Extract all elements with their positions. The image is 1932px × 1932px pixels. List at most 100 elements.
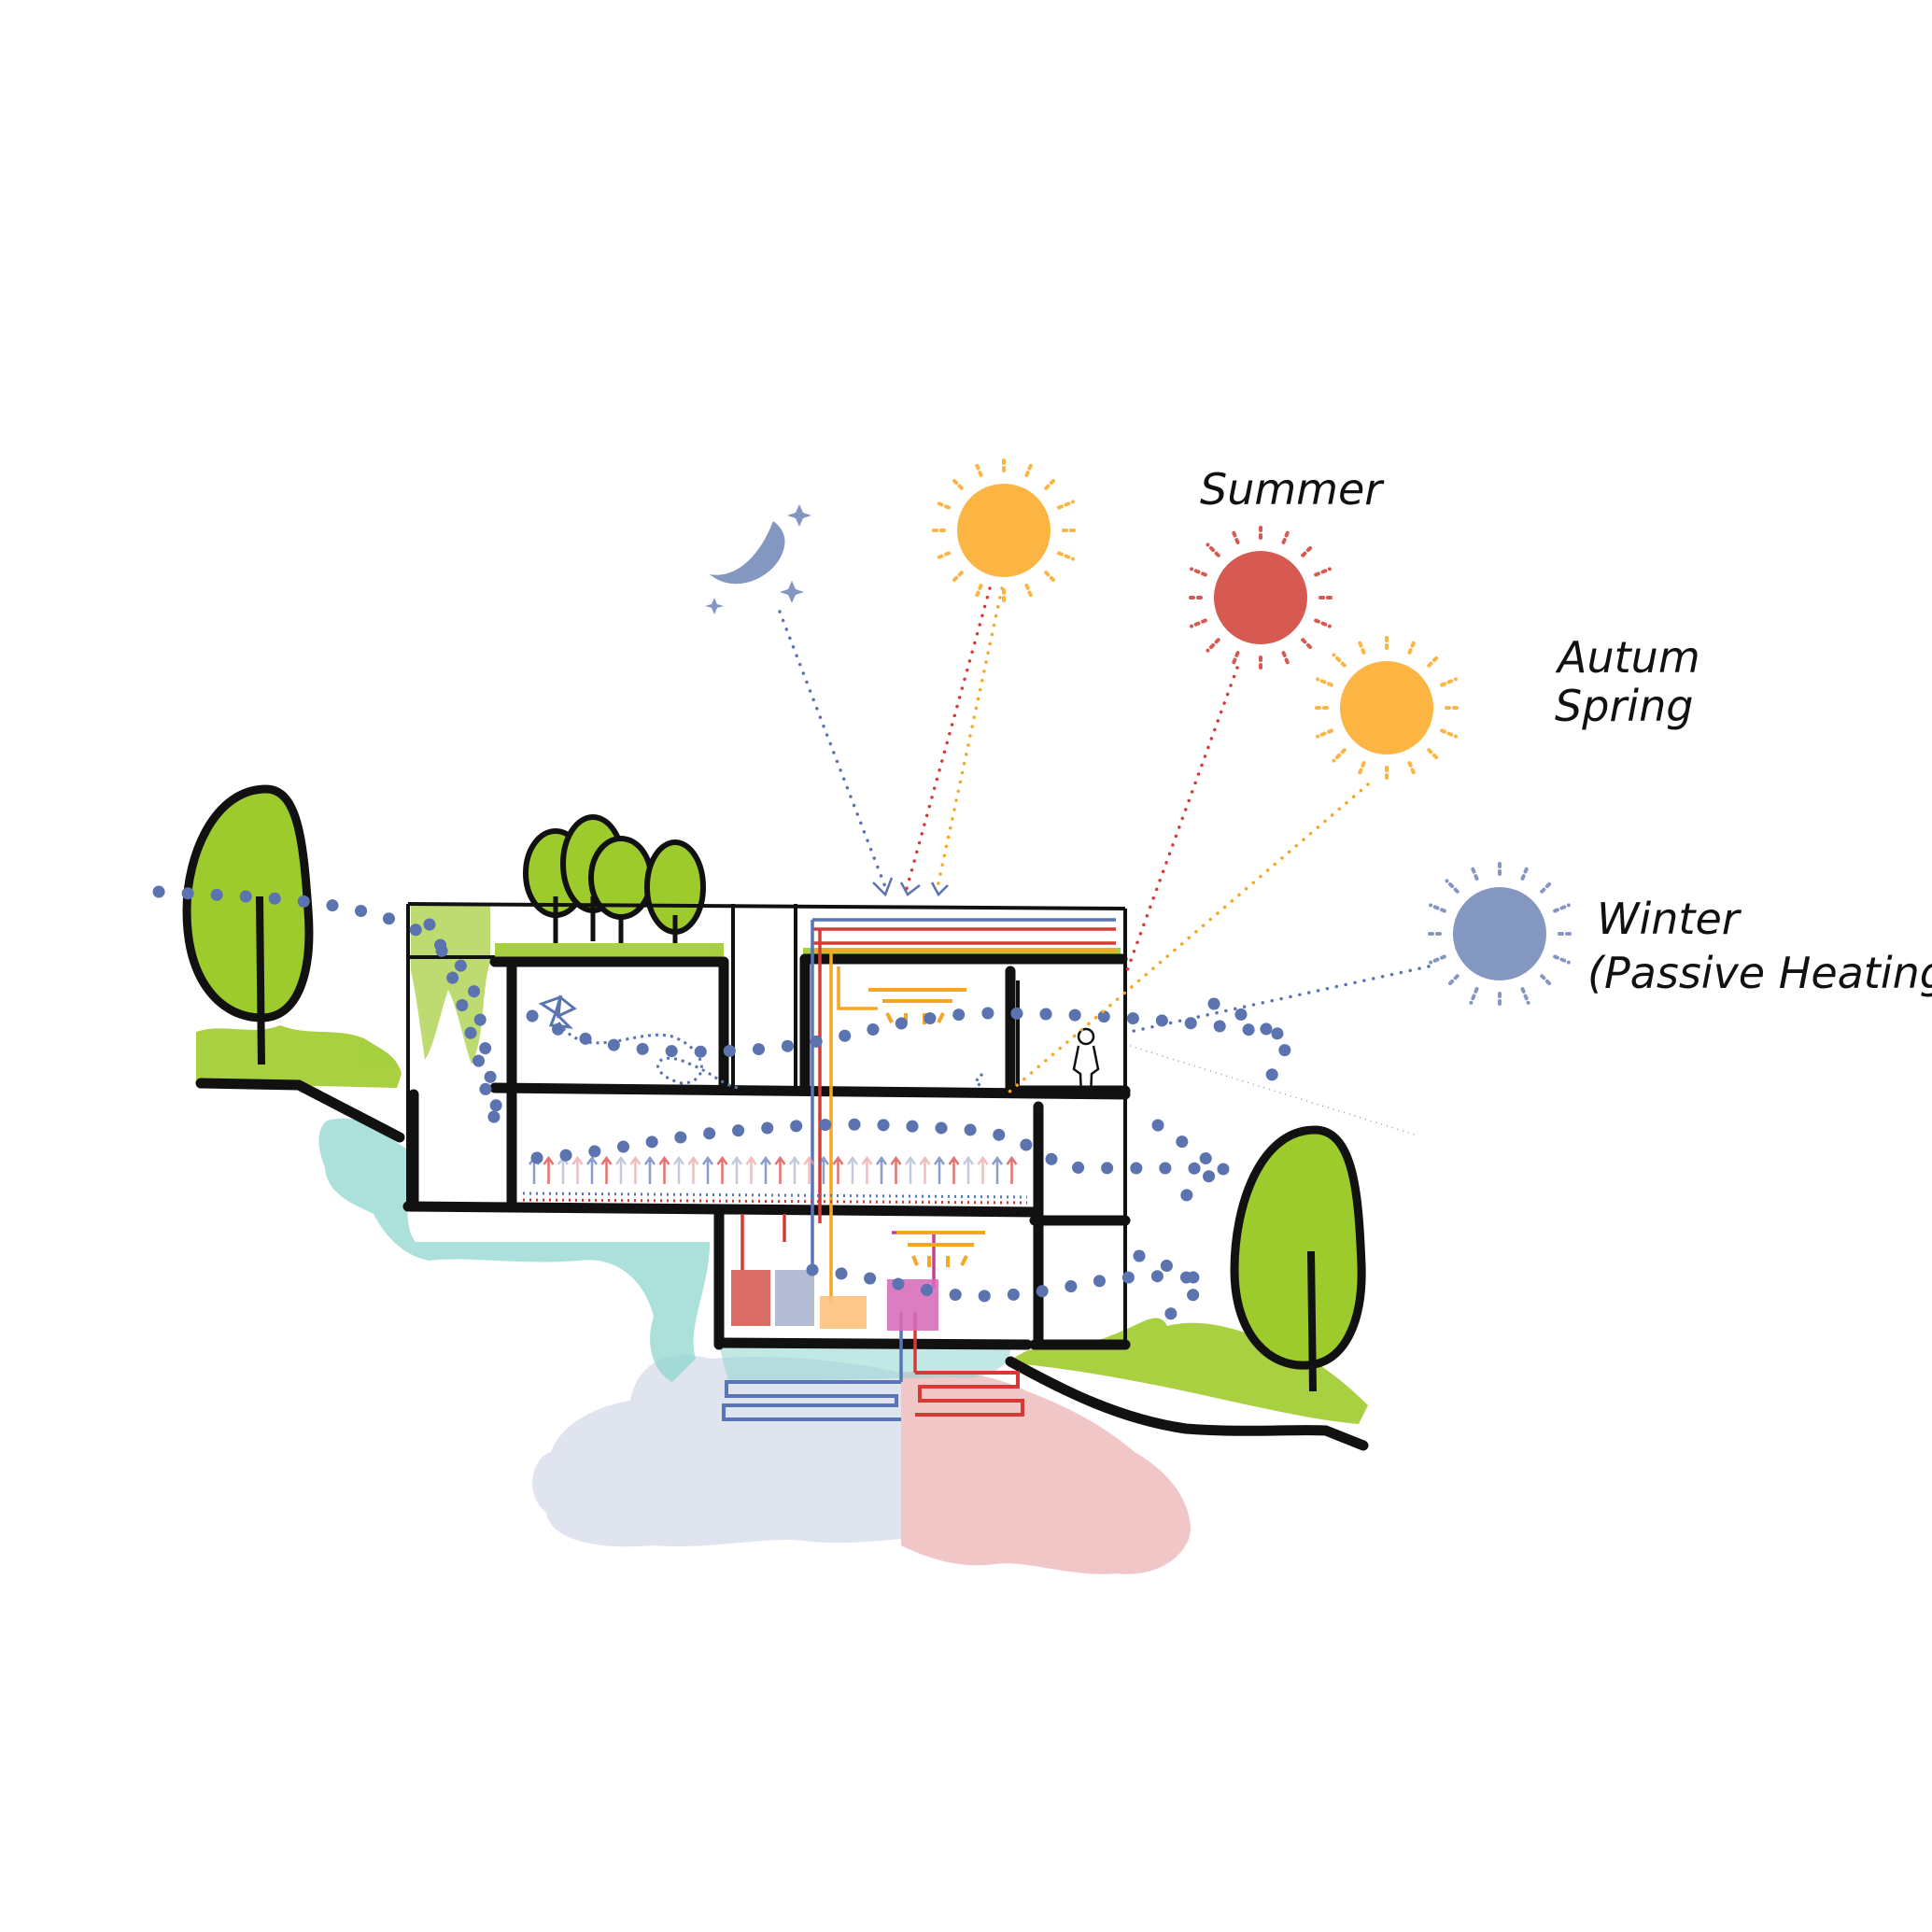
- air-flow-upper-tail: [1207, 997, 1291, 1085]
- heat-arrow: [774, 1155, 786, 1184]
- sun-ray: [1301, 638, 1316, 653]
- warm-ground-area: [901, 1371, 1191, 1574]
- underfloor-heating: [522, 1192, 1028, 1205]
- heat-arrow: [904, 1155, 917, 1184]
- heat-arrow: [745, 1155, 757, 1184]
- roof-trees: [523, 814, 706, 943]
- sun-ray: [1281, 527, 1291, 544]
- sun-ray: [1429, 903, 1446, 913]
- heat-arrow: [629, 1155, 642, 1184]
- trees: [182, 784, 1366, 1392]
- sun-ray: [1044, 475, 1059, 490]
- label-summer: Summer: [1200, 464, 1385, 515]
- heat-arrow: [643, 1155, 656, 1184]
- heat-arrow: [701, 1155, 714, 1184]
- sun-ray: [1044, 571, 1059, 585]
- moon-ray: [778, 610, 889, 894]
- sun-ray: [1024, 459, 1035, 477]
- sun-ray: [1445, 879, 1460, 894]
- sun-ray: [1553, 954, 1571, 965]
- sun-ray: [1427, 653, 1442, 668]
- warm-loop: [915, 1371, 1024, 1417]
- heat-arrow: [846, 1155, 859, 1184]
- heat-arrow: [658, 1155, 670, 1184]
- crescent-moon-icon: [710, 521, 785, 585]
- sun-ray: [1520, 987, 1530, 1005]
- sun-ray: [973, 459, 983, 477]
- winter-sun-ray-faint: [1129, 1045, 1416, 1135]
- sun-ray: [1469, 863, 1479, 881]
- winter-sun-ray: [1128, 965, 1431, 1034]
- celestial-bodies: [705, 454, 1576, 1010]
- heat-arrow: [803, 1155, 815, 1184]
- heat-arrow: [919, 1155, 931, 1184]
- fan-icon: [538, 994, 984, 1090]
- storage-tank-icon: [820, 1296, 867, 1329]
- sun-ray: [1445, 974, 1460, 989]
- tree-icon: [182, 784, 314, 1065]
- heat-arrow: [991, 1155, 1004, 1184]
- person-icon: [1072, 1027, 1100, 1098]
- summer-sun-ray: [1123, 666, 1239, 978]
- green-roof-left: [495, 943, 724, 960]
- heat-arrow: [730, 1155, 743, 1184]
- sun-ray: [1301, 543, 1316, 557]
- storage-tank-icon: [731, 1270, 770, 1326]
- sun-ray: [1024, 584, 1035, 601]
- sun-ray: [1540, 974, 1555, 989]
- sun-ray: [1407, 761, 1417, 779]
- heat-arrow: [614, 1155, 628, 1184]
- air-flow-lower-tail: [1133, 1249, 1215, 1323]
- label-autumn: Autum: [1555, 632, 1700, 683]
- heat-arrow: [543, 1155, 555, 1184]
- air-flow-middle-tail: [1151, 1119, 1229, 1211]
- sun-ray: [1520, 863, 1530, 881]
- heat-arrow: [687, 1155, 699, 1184]
- heat-arrow: [861, 1155, 873, 1184]
- sun-ray: [1553, 903, 1571, 913]
- grass-left: [196, 1025, 402, 1088]
- sun-ray: [1316, 677, 1333, 687]
- sun-ray: [1190, 618, 1207, 628]
- heat-arrow: [1006, 1155, 1018, 1184]
- sun-ray: [1440, 677, 1458, 687]
- sun-disc: [1453, 887, 1546, 980]
- air-flow: [152, 885, 1304, 1323]
- sun-ray: [1230, 527, 1240, 544]
- heat-arrow: [817, 1155, 830, 1184]
- sun-ray: [1440, 728, 1458, 739]
- cold-loop: [722, 1380, 901, 1421]
- cool-ground-area: [532, 1355, 901, 1547]
- air-flow-upper-floor: [526, 1007, 1304, 1058]
- heat-arrow: [948, 1155, 960, 1184]
- midday-sun-icon: [927, 454, 1080, 607]
- storage-tanks: [731, 1270, 938, 1331]
- sun-ray: [1057, 551, 1075, 561]
- sun-ray: [973, 584, 983, 601]
- heat-arrow: [585, 1155, 599, 1184]
- sun-ray: [1230, 651, 1240, 669]
- label-winter: Winter: [1597, 894, 1742, 944]
- groundwater-area: [318, 1118, 710, 1382]
- radiant-heater-upper: [868, 988, 966, 1024]
- star-icon: [787, 504, 811, 527]
- heat-arrow: [977, 1155, 989, 1184]
- riser-orange-2: [837, 966, 878, 1010]
- heat-arrow: [832, 1155, 844, 1184]
- tree-icon: [1230, 1125, 1366, 1392]
- sun-ray: [1469, 987, 1479, 1005]
- sun-ray: [949, 475, 964, 490]
- summer-sun-icon: [1184, 521, 1337, 674]
- heat-arrow: [600, 1155, 613, 1184]
- ground-masses: [318, 1118, 1191, 1574]
- heat-arrow: [788, 1155, 801, 1184]
- sun-ray: [933, 551, 951, 561]
- roof-collector-red: [812, 927, 1116, 945]
- air-flow-left-wall: [423, 918, 511, 1136]
- sun-ray: [1356, 637, 1366, 655]
- midday-sun-ray-orange: [935, 586, 1004, 894]
- winter-sun-icon: [1423, 857, 1576, 1010]
- label-spring: Spring: [1555, 681, 1693, 731]
- sun-ray: [1314, 567, 1332, 577]
- label-passive-heating: (Passive Heating): [1587, 948, 1932, 998]
